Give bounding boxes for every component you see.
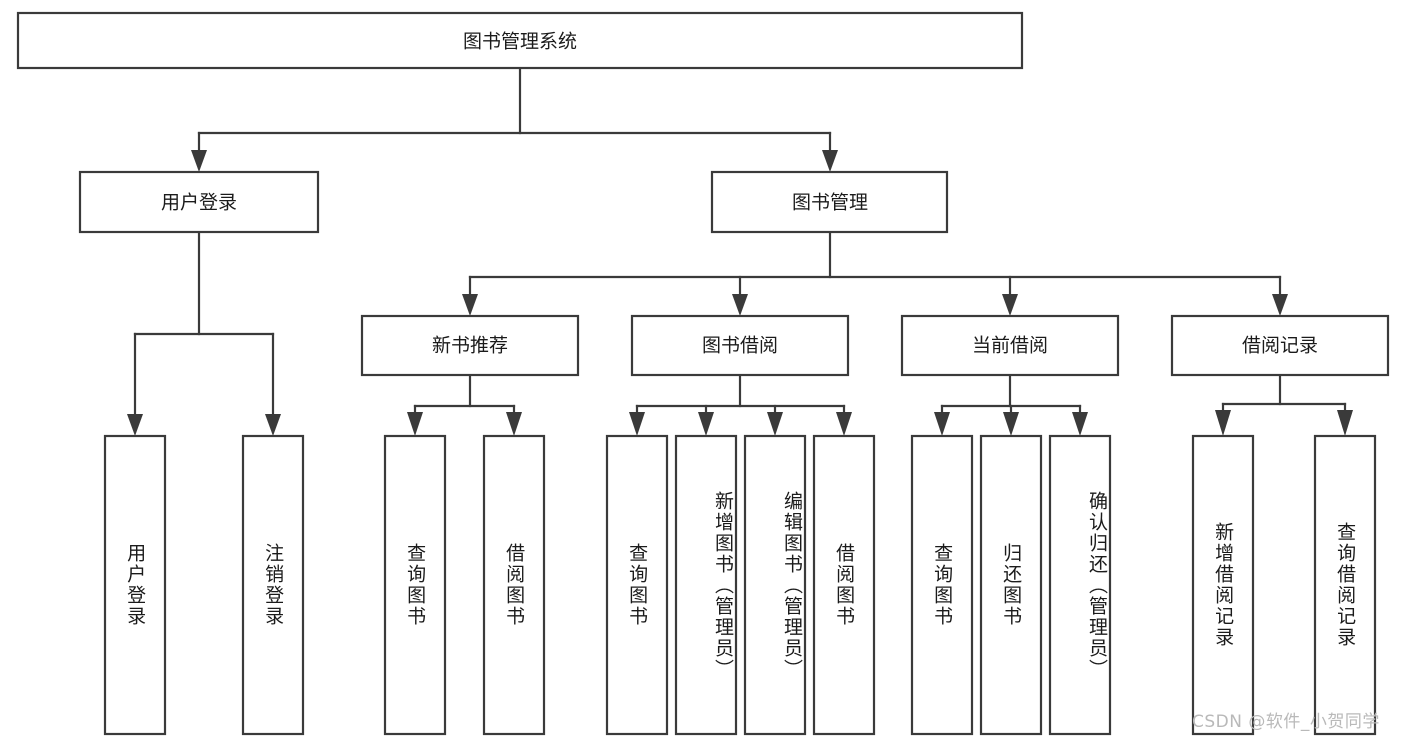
arrowhead-leaf-borrow-book <box>836 412 852 436</box>
node-new-book-recommend-label: 新书推荐 <box>432 335 508 357</box>
arrowhead-leaf-query-book-current <box>934 412 950 436</box>
connector-group-root <box>191 66 838 172</box>
node-book-management-box[interactable] <box>710 170 949 234</box>
leaf-box-add-book-admin[interactable] <box>674 434 738 736</box>
arrowhead-user-login <box>191 150 207 172</box>
arrowhead-new-book-recommend <box>462 294 478 316</box>
node-root-label: 图书管理系统 <box>463 31 577 53</box>
node-borrow-records[interactable]: 借阅记录 <box>1170 314 1390 377</box>
arrowhead-leaf-user-login <box>127 414 143 436</box>
arrowhead-leaf-add-book-admin <box>698 412 714 436</box>
connector-group-book-management <box>462 230 1288 316</box>
node-borrow-records-box[interactable] <box>1170 314 1390 377</box>
arrowhead-leaf-query-borrow-record <box>1337 410 1353 436</box>
arrowhead-borrow-records <box>1272 294 1288 316</box>
node-current-borrow-label: 当前借阅 <box>972 335 1048 357</box>
node-current-borrow[interactable]: 当前借阅 <box>900 314 1120 377</box>
connector-group-current-borrow <box>934 373 1088 436</box>
node-current-borrow-box[interactable] <box>900 314 1120 377</box>
leaf-box-query-book-borrow[interactable] <box>605 434 669 736</box>
leaf-box-query-borrow-record[interactable] <box>1313 434 1377 736</box>
arrowhead-book-borrow <box>732 294 748 316</box>
node-book-borrow-label: 图书借阅 <box>702 335 778 357</box>
node-book-borrow-box[interactable] <box>630 314 850 377</box>
node-user-login-label: 用户登录 <box>161 192 237 214</box>
arrowhead-leaf-confirm-return-admin <box>1072 412 1088 436</box>
node-new-book-recommend[interactable]: 新书推荐 <box>360 314 580 377</box>
connector-group-new-book-recommend <box>407 373 522 436</box>
node-new-book-recommend-box[interactable] <box>360 314 580 377</box>
arrowhead-leaf-add-borrow-record <box>1215 410 1231 436</box>
leaf-box-add-borrow-record[interactable] <box>1191 434 1255 736</box>
arrowhead-leaf-query-book-recommend <box>407 412 423 436</box>
leaf-box-borrow-book[interactable] <box>812 434 876 736</box>
node-user-login-box[interactable] <box>78 170 320 234</box>
leaf-box-query-book-recommend[interactable] <box>383 434 447 736</box>
arrowhead-leaf-edit-book-admin <box>767 412 783 436</box>
arrowhead-book-management <box>822 150 838 172</box>
arrowhead-leaf-logout <box>265 414 281 436</box>
arrowhead-leaf-query-book-borrow <box>629 412 645 436</box>
leaf-box-confirm-return-admin[interactable] <box>1048 434 1112 736</box>
arrowhead-leaf-return-book <box>1003 412 1019 436</box>
csdn-watermark: CSDN @软件_小贺同学 <box>1192 712 1380 732</box>
leaf-box-logout[interactable] <box>241 434 305 736</box>
arrowhead-current-borrow <box>1002 294 1018 316</box>
leaf-box-query-book-current[interactable] <box>910 434 974 736</box>
node-book-management-label: 图书管理 <box>792 192 868 214</box>
node-user-login[interactable]: 用户登录 <box>78 170 320 234</box>
leaf-box-borrow-book-recommend[interactable] <box>482 434 546 736</box>
node-book-borrow[interactable]: 图书借阅 <box>630 314 850 377</box>
node-root[interactable]: 图书管理系统 <box>16 11 1024 70</box>
connector-group-user-login <box>127 230 281 436</box>
arrowhead-leaf-borrow-book-recommend <box>506 412 522 436</box>
node-borrow-records-label: 借阅记录 <box>1242 335 1318 357</box>
connector-group-borrow-records <box>1215 373 1353 436</box>
node-book-management[interactable]: 图书管理 <box>710 170 949 234</box>
connector-group-book-borrow <box>629 373 852 436</box>
leaf-boxes-group <box>103 434 1377 736</box>
leaf-box-return-book[interactable] <box>979 434 1043 736</box>
leaf-box-user-login[interactable] <box>103 434 167 736</box>
node-root-box[interactable] <box>16 11 1024 70</box>
leaf-box-edit-book-admin[interactable] <box>743 434 807 736</box>
